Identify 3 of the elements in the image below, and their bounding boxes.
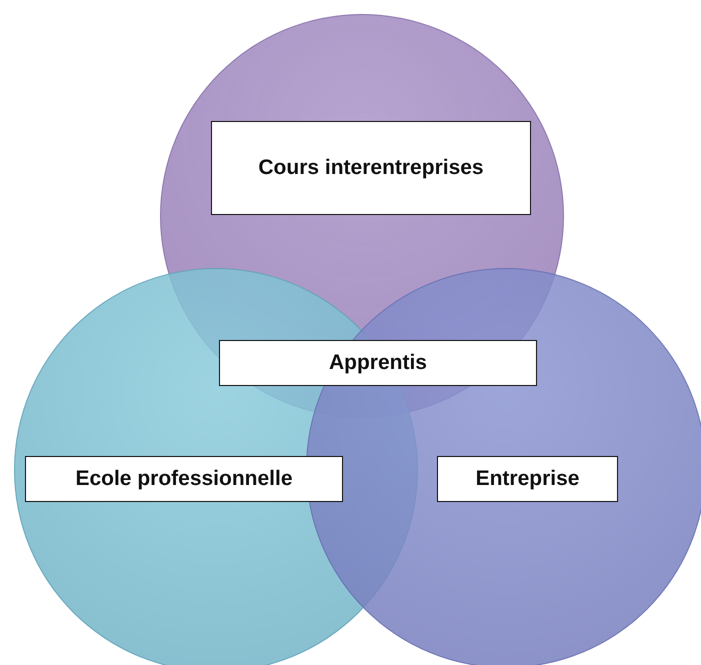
label-box: Entreprise xyxy=(437,456,618,502)
label-box: Ecole professionnelle xyxy=(25,456,343,502)
label-box: Cours interentreprises xyxy=(211,121,531,215)
